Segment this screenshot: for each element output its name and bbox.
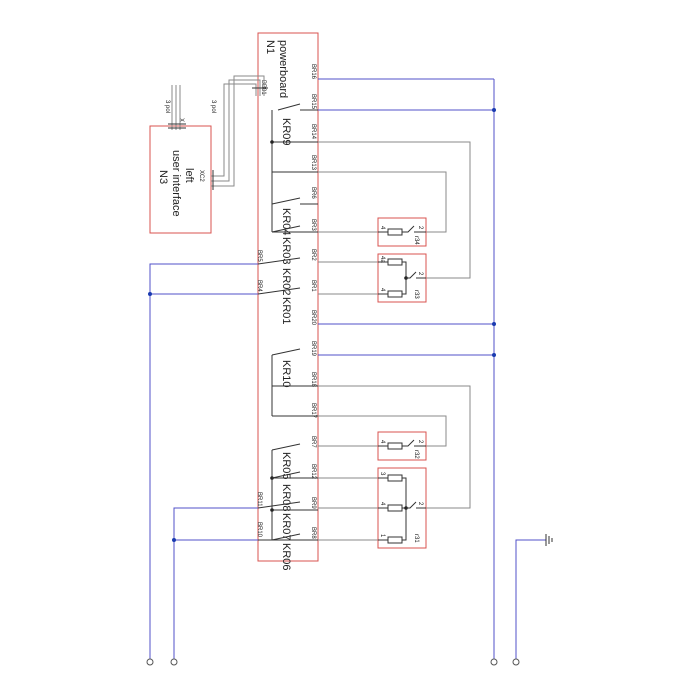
- r33-pin-b: 4: [379, 288, 385, 292]
- r31-pin-out: 2: [417, 502, 423, 506]
- r32-pin-in: 4: [379, 440, 385, 444]
- relay-kr05: KR05: [271, 443, 301, 480]
- r31-label: r31: [413, 534, 419, 543]
- pol-right-label: 3 pol: [210, 100, 216, 113]
- r34-label: r34: [413, 236, 419, 245]
- gray-signal-wires: [318, 141, 471, 541]
- terminals: [146, 658, 520, 666]
- pin-br12: BR12: [310, 464, 316, 480]
- xc2-label: XC2: [198, 170, 204, 182]
- pin-br15: BR15: [310, 94, 316, 110]
- terminal-1: [146, 658, 154, 666]
- sensor-r31: 3 4 1 2 r31: [377, 467, 427, 549]
- relay-kr09-label: KR09: [280, 118, 292, 146]
- pin-br8: BR8: [310, 527, 316, 539]
- right-pin-labels: BR16 BR15 BR14 BR13 BR6 BR3 BR2 BR1 BR20…: [310, 64, 316, 539]
- pin-br18: BR18: [310, 372, 316, 388]
- x-marker-label: X: [178, 118, 184, 122]
- relay-kr04-label: KR04: [280, 208, 292, 236]
- sensor-r32: 4 2 r32: [377, 431, 427, 461]
- pin-br16: BR16: [310, 64, 316, 80]
- pin-br5: BR5: [256, 250, 262, 262]
- relay-kr03: KR03: [271, 225, 301, 265]
- ui-cable: [168, 75, 268, 190]
- blue-power-wires: [148, 78, 546, 660]
- r31-pin-b: 4: [379, 502, 385, 506]
- powerboard-label: powerboard: [277, 40, 289, 98]
- pol-left-label: 3 pol: [164, 100, 170, 113]
- pin-br4: BR4: [256, 280, 262, 292]
- sensor-r33: 4a 4 2 r33: [377, 253, 427, 303]
- n3-label: N3: [157, 170, 169, 184]
- relay-kr03-label: KR03: [280, 237, 292, 265]
- relay-kr10: KR10: [271, 348, 301, 388]
- pin-br13: BR13: [310, 155, 316, 171]
- pin-br2: BR2: [310, 249, 316, 261]
- n1-label: N1: [264, 40, 276, 54]
- pin-br1: BR1: [310, 280, 316, 292]
- relay-kr07-label: KR07: [280, 513, 292, 541]
- relay-kr08-label: KR08: [280, 484, 292, 512]
- pin-br11: BR11: [256, 492, 262, 507]
- powerboard-block: [257, 32, 319, 562]
- relay-kr05-label: KR05: [280, 452, 292, 480]
- r33-pin-a: 4a: [379, 256, 385, 263]
- relay-kr07: KR07: [257, 501, 301, 541]
- terminal-4: [512, 658, 520, 666]
- terminal-2: [170, 658, 178, 666]
- relay-kr06: KR06: [271, 533, 301, 571]
- pin-br7: BR7: [310, 436, 316, 448]
- relay-kr02: KR02: [257, 257, 301, 296]
- left-label: left: [183, 168, 195, 183]
- terminal-3: [490, 658, 498, 666]
- pin-br14: BR14: [310, 124, 316, 140]
- ground-icon: [545, 534, 553, 546]
- r34-pin-out: 2: [417, 226, 423, 230]
- relay-kr02-label: KR02: [280, 268, 292, 296]
- r31-pin-a: 3: [379, 472, 385, 476]
- r32-label: r32: [413, 450, 419, 459]
- user-interface-label: user interface: [170, 150, 182, 217]
- pin-br3: BR3: [310, 219, 316, 231]
- pin-br20: BR20: [310, 310, 316, 326]
- relay-kr01-label: KR01: [280, 297, 292, 325]
- r32-pin-out: 2: [417, 440, 423, 444]
- r34-pin-in: 4: [379, 226, 385, 230]
- internal-bus-top: [270, 110, 318, 233]
- r33-pin-out: 2: [417, 272, 423, 276]
- sensor-r34: 4 2 r34: [377, 217, 427, 247]
- left-pin-labels: BR5 BR4 BR11 BR10: [256, 250, 262, 538]
- pin-br6: BR6: [310, 187, 316, 199]
- pin-br9: BR9: [310, 497, 316, 509]
- relay-kr10-label: KR10: [280, 360, 292, 388]
- pin-br19: BR19: [310, 341, 316, 357]
- pin-br10: BR10: [256, 522, 262, 538]
- relay-kr01: KR01: [257, 287, 301, 325]
- relay-kr09: KR09: [277, 103, 318, 146]
- r31-pin-c: 1: [379, 534, 385, 538]
- relay-kr06-label: KR06: [280, 543, 292, 571]
- pin-br17: BR17: [310, 403, 316, 419]
- r33-label: r33: [413, 290, 419, 299]
